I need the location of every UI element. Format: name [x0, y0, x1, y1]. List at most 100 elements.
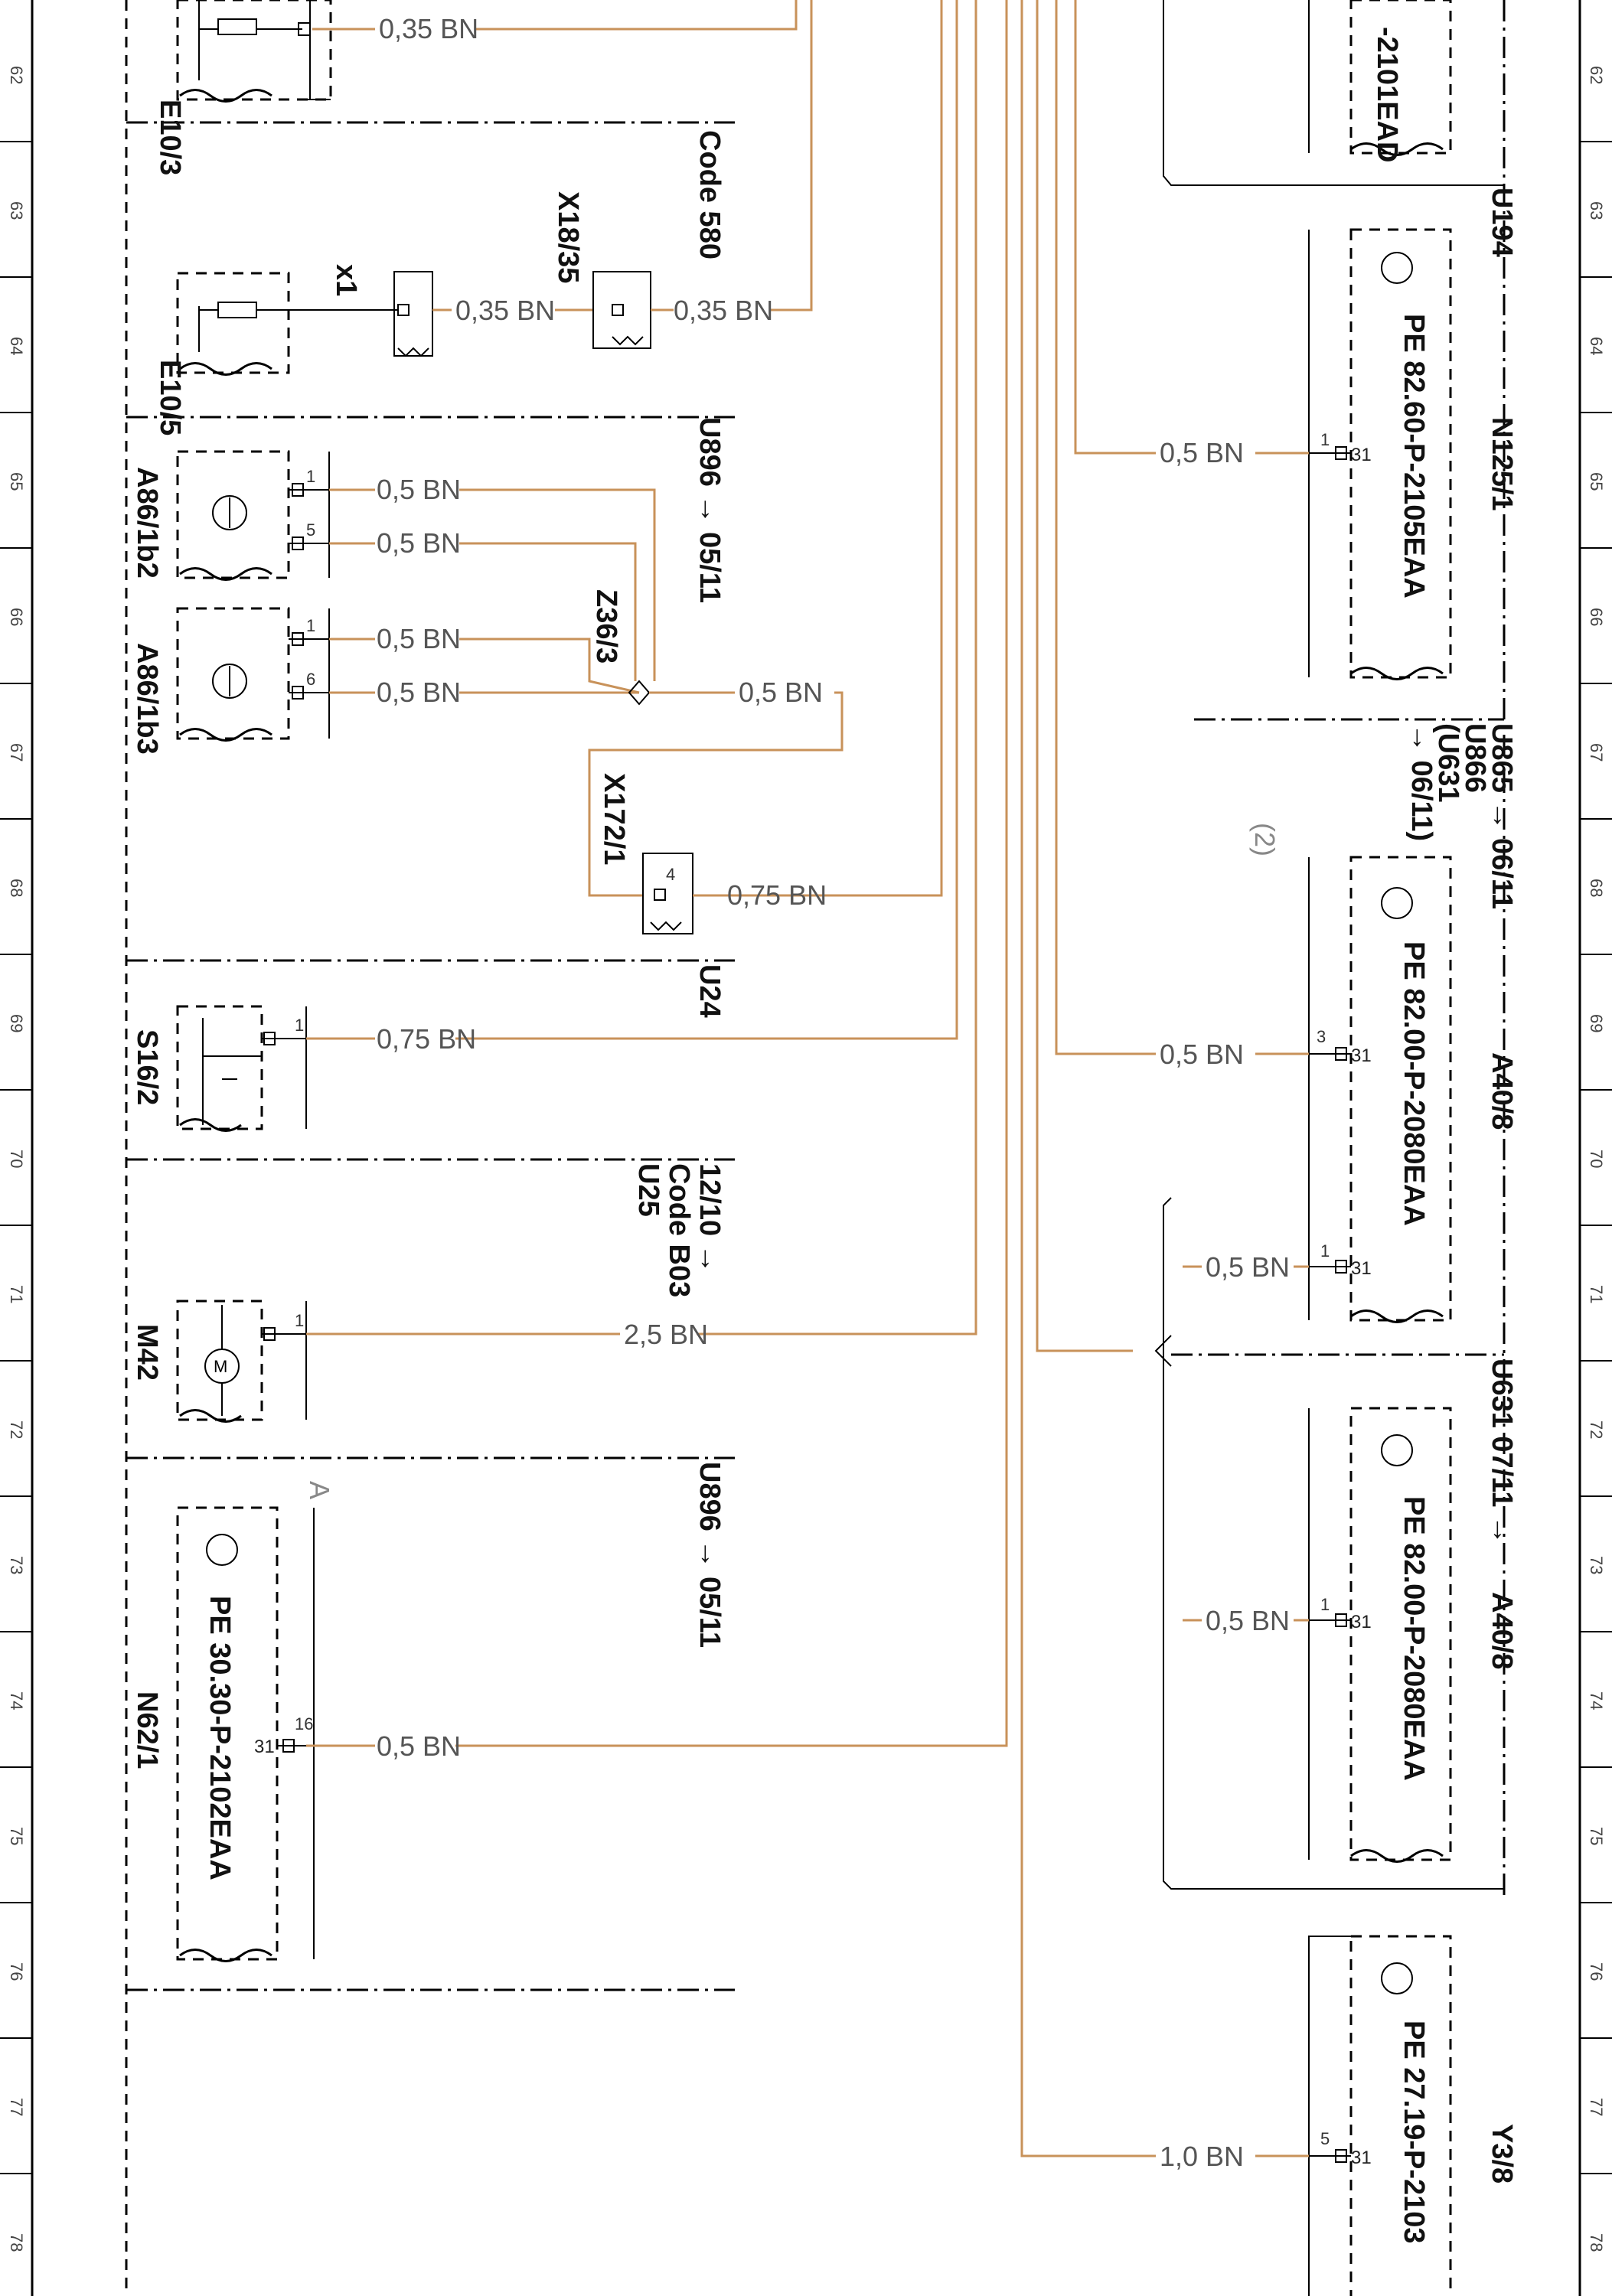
grid-row-number-right: 72: [1587, 1420, 1606, 1439]
s16-2-pin-1: 1: [295, 1016, 304, 1035]
a40-8-pe-ref: PE 82.00-P-2080EAA: [1398, 941, 1430, 1226]
m42-label: M42: [131, 1324, 163, 1381]
u631-0711-note: U631 07/11 →: [1486, 1358, 1518, 1544]
y3-8-component: [1308, 1935, 1452, 2296]
code-580-note: Code 580: [693, 130, 726, 259]
a86-1b2-label: A86/1b2: [131, 467, 163, 579]
a40-8-component: [1308, 856, 1452, 1323]
a40-8-b-component: [1308, 1407, 1452, 1863]
a86-1b2-pin-1: 1: [306, 467, 315, 486]
grid-row-number-right: 71: [1587, 1285, 1606, 1303]
a40-8-pin-31: 31: [1351, 1045, 1372, 1066]
note-u25: U25: [632, 1163, 664, 1217]
grid-row-number-right: 67: [1587, 743, 1606, 762]
n125-1-wire: 0,5 BN: [1160, 437, 1244, 468]
grid-row-number-left: 64: [7, 337, 26, 355]
z36-3-label: Z36/3: [590, 589, 622, 664]
left-section-separators: [126, 121, 735, 1991]
grid-row-number-left: 76: [7, 1962, 26, 1981]
a86-1b3-pin-6: 6: [306, 670, 315, 689]
y3-8-pin-31: 31: [1351, 2148, 1372, 2168]
z36-3-wire: 0,5 BN: [739, 677, 823, 708]
m42-motor: M: [176, 1300, 620, 1423]
x18-35-wire: 0,35 BN: [674, 295, 773, 326]
grid-row-number-left: 77: [7, 2098, 26, 2116]
s16-2-wire: 0,75 BN: [377, 1023, 476, 1055]
a86-1b2-pin-5: 5: [306, 520, 315, 540]
grid-row-number-right: 76: [1587, 1962, 1606, 1981]
grid-row-number-left: 71: [7, 1285, 26, 1303]
grid-row-number-left: 68: [7, 879, 26, 897]
u24-note: U24: [693, 964, 726, 1018]
a40-8-b-label: A40/8: [1486, 1592, 1518, 1669]
grid-row-number-right: 62: [1587, 66, 1606, 84]
n125-1-pin-1: 1: [1320, 430, 1330, 449]
grid-row-number-left: 66: [7, 608, 26, 626]
s16-2-component: [176, 1005, 375, 1132]
marker-2: (2): [1249, 823, 1281, 856]
n125-1-label: N125/1: [1486, 417, 1518, 511]
grid-row-number-left: 73: [7, 1556, 26, 1574]
n62-1-pin-16: 16: [295, 1714, 313, 1733]
grid-row-number-left: 75: [7, 1827, 26, 1845]
grid-row-number-left: 72: [7, 1420, 26, 1439]
grid-row-number-left: 78: [7, 2233, 26, 2252]
grid-row-number-left: 70: [7, 1150, 26, 1168]
grid-row-number-right: 77: [1587, 2098, 1606, 2116]
grid-row-number-left: 65: [7, 472, 26, 491]
s16-2-label: S16/2: [131, 1029, 163, 1105]
n62-1-pe-ref: PE 30.30-P-2102EAA: [204, 1596, 236, 1880]
note-code-b03: Code B03: [663, 1163, 695, 1297]
u865-note: U865 → 06/11: [1486, 723, 1518, 909]
e10-3-wire: 0,35 BN: [379, 13, 478, 44]
to-06-11-note: → 06/11): [1405, 723, 1437, 841]
grid-row-number-right: 65: [1587, 472, 1606, 491]
grid-row-number-right: 66: [1587, 608, 1606, 626]
grid-row-number-right: 75: [1587, 1827, 1606, 1845]
grid-row-number-right: 70: [1587, 1150, 1606, 1168]
n125-1-pe-ref: PE 82.60-P-2105EAA: [1398, 314, 1430, 598]
grid-row-number-left: 63: [7, 201, 26, 220]
grid-row-number-left: 62: [7, 66, 26, 84]
u631-note: (U631: [1432, 723, 1464, 803]
y3-8-pin-5: 5: [1320, 2129, 1330, 2148]
a86-1b3-label: A86/1b3: [131, 643, 163, 755]
a86-1b2-wire-5: 0,5 BN: [377, 527, 461, 559]
grid-row-number-left: 74: [7, 1691, 26, 1710]
grid-row-number-right: 63: [1587, 201, 1606, 220]
x172-1-wire: 0,75 BN: [727, 879, 827, 911]
a40-8-pin-3: 3: [1317, 1027, 1326, 1046]
a86-1b3-pin-1: 1: [306, 616, 315, 635]
grid-row-number-right: 64: [1587, 337, 1606, 355]
y3-8-label: Y3/8: [1486, 2124, 1518, 2183]
grid-row-number-right: 74: [1587, 1691, 1606, 1710]
right-section-frames: [1154, 0, 1504, 1890]
a86-1b2-component: [176, 450, 375, 581]
x172-1-pin-4: 4: [666, 865, 675, 884]
u866-note: U866: [1459, 723, 1491, 793]
grid-row-number-left: 69: [7, 1014, 26, 1032]
marker-a: A: [304, 1481, 335, 1499]
a40-8-b-wire: 0,5 BN: [1206, 1605, 1290, 1636]
x18-35-label: X18/35: [552, 191, 584, 283]
n62-1-pin-31: 31: [254, 1737, 275, 1757]
e10-5-label: E10/5: [154, 360, 186, 435]
y3-8-wire: 1,0 BN: [1160, 2141, 1244, 2172]
grid-row-number-left: 67: [7, 743, 26, 762]
e10-3-label: E10/3: [154, 99, 186, 175]
x172-1-connector: [642, 853, 723, 934]
a40-8-b-pin-31: 31: [1351, 1612, 1372, 1632]
grid-row-number-right: 78: [1587, 2233, 1606, 2252]
e10-5-wire: 0,35 BN: [455, 295, 555, 326]
grid-row-number-right: 68: [1587, 879, 1606, 897]
m42-pin-1: 1: [295, 1311, 304, 1330]
a40-8-pin-31b: 31: [1351, 1258, 1372, 1279]
a40-8-b-pe-ref: PE 82.00-P-2080EAA: [1398, 1496, 1430, 1781]
e10-5-component: [176, 271, 452, 376]
a40-8-pin-1: 1: [1320, 1241, 1330, 1261]
grid-ticks: [0, 141, 1612, 2174]
svg-text:M: M: [214, 1357, 227, 1376]
note-12-10: 12/10 →: [693, 1163, 726, 1274]
n62-1-wire: 0,5 BN: [377, 1730, 461, 1762]
